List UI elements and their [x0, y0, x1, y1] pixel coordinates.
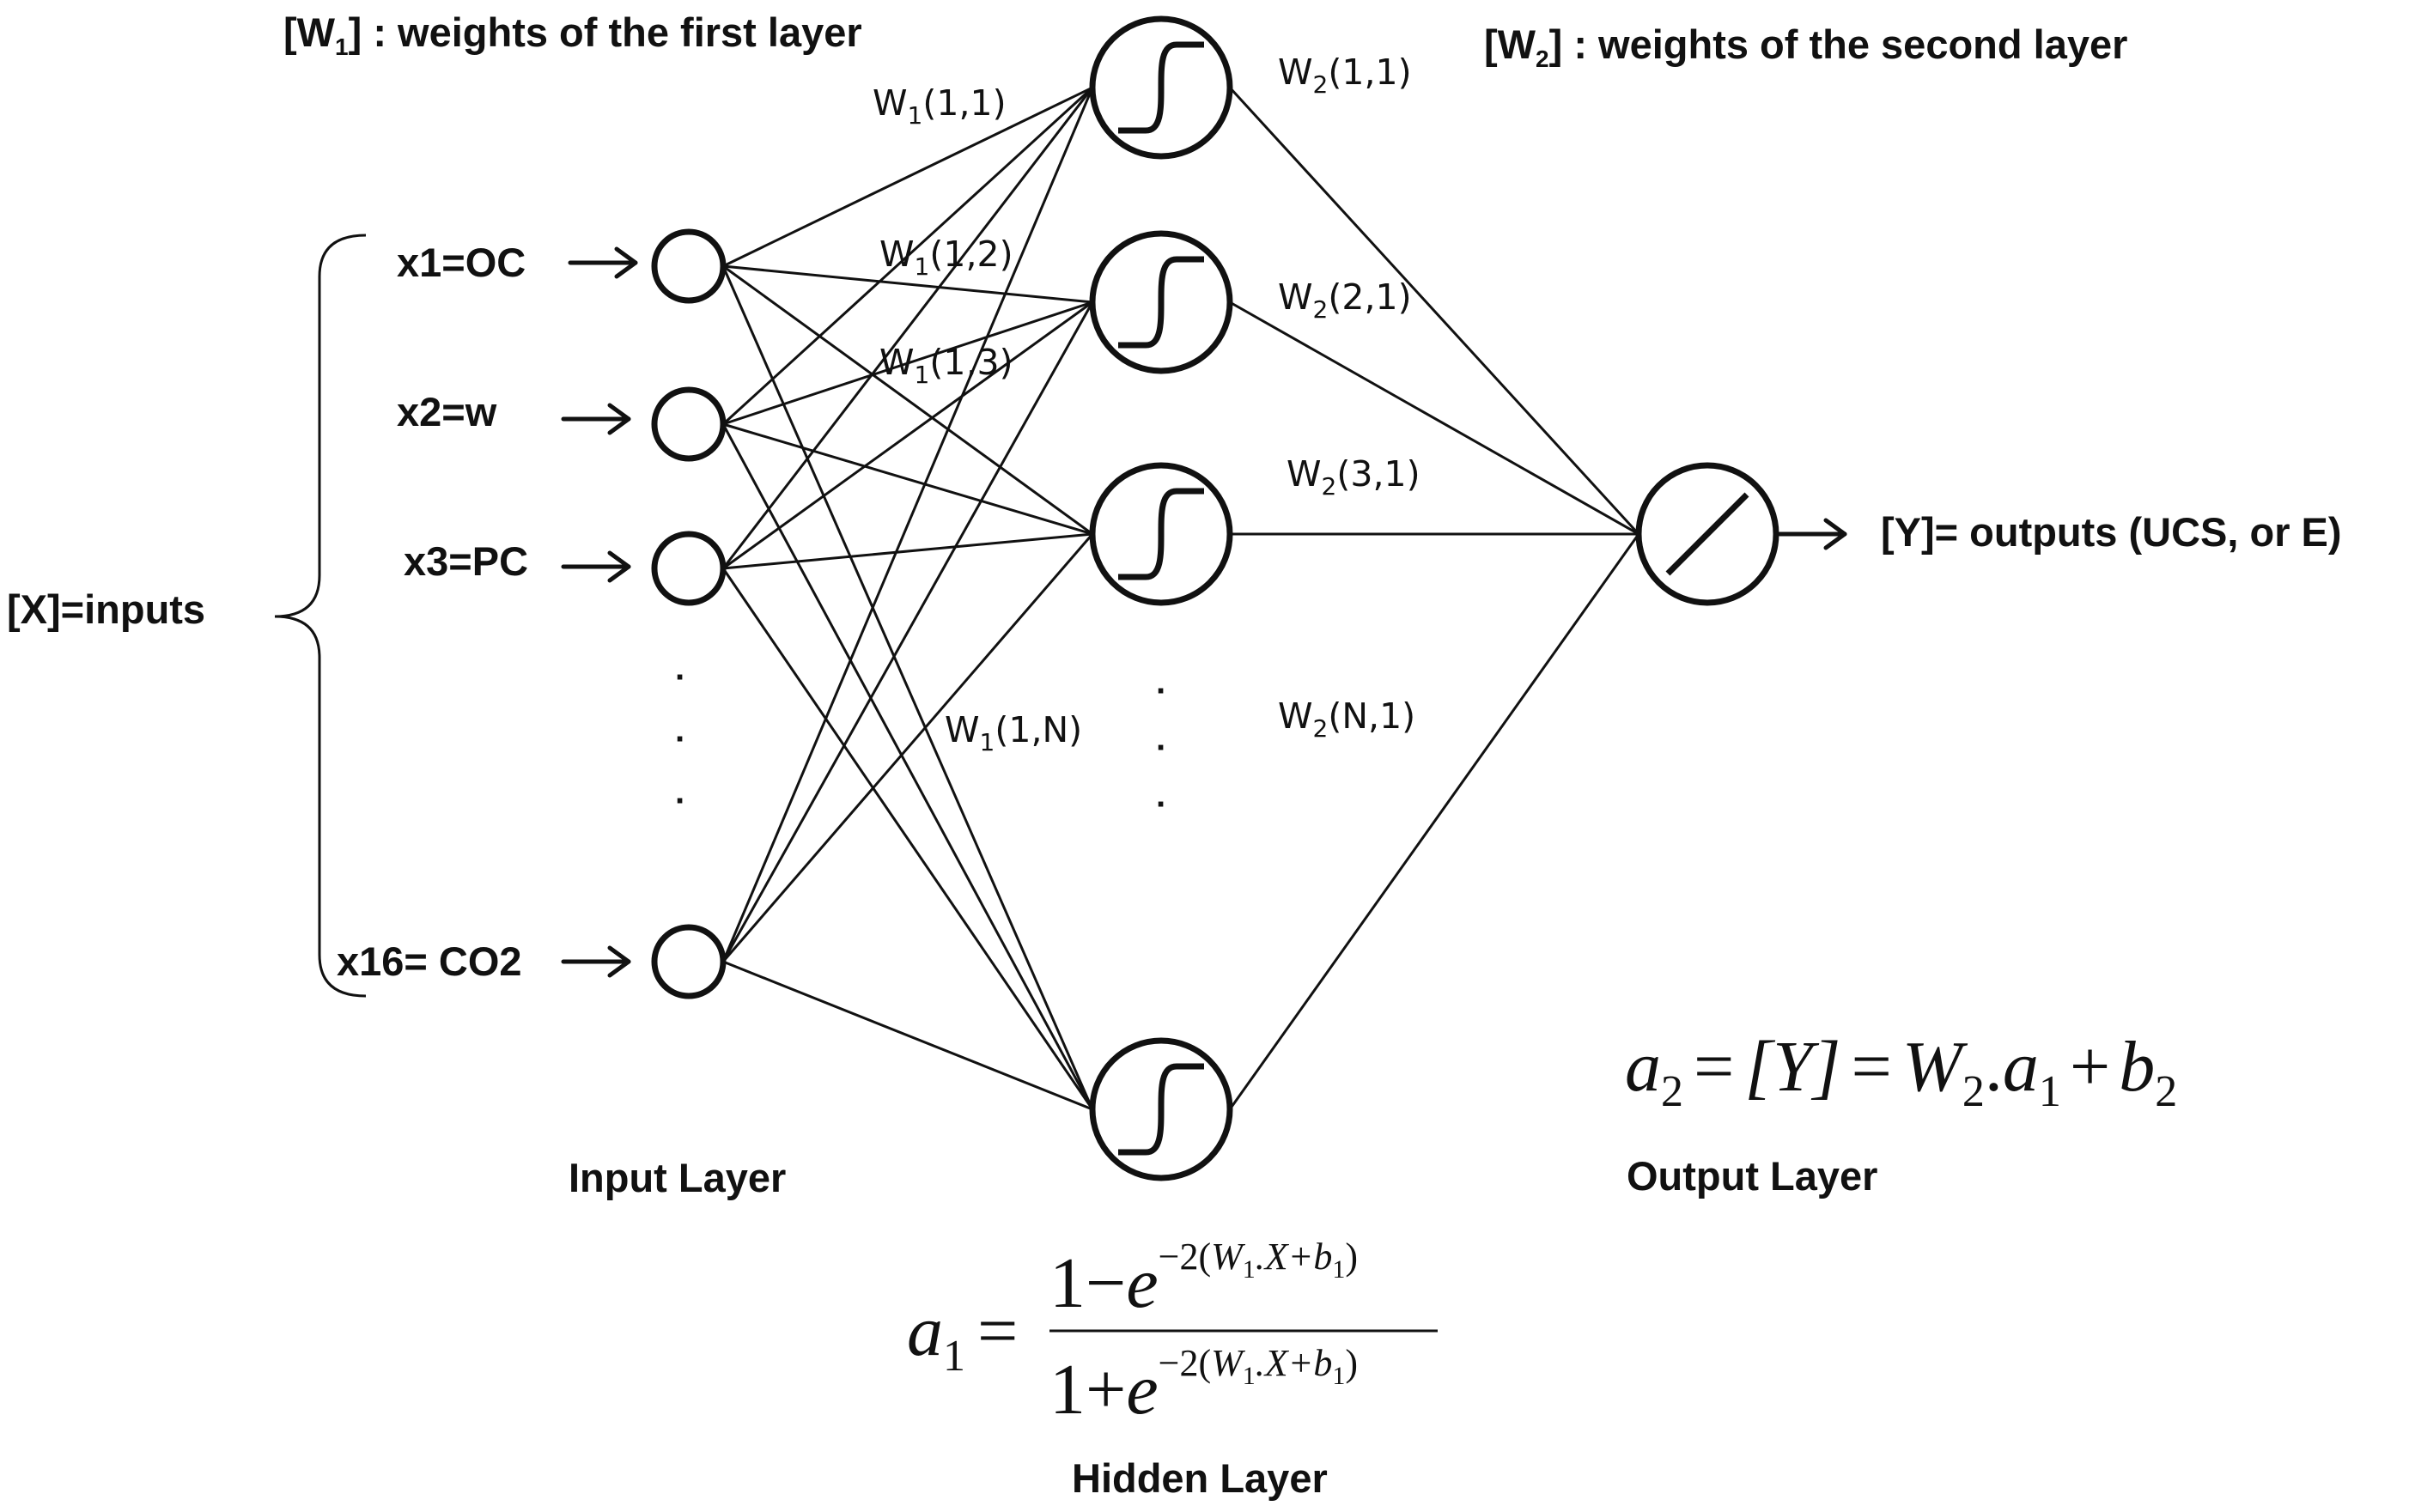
- w2-header: [W2] : weights of the second layer: [1484, 21, 2127, 72]
- input-arrows: [561, 246, 1847, 978]
- equation-a1-lhs: a1=: [907, 1291, 1018, 1381]
- output-label: [Y]= outputs (UCS, or E): [1881, 509, 2342, 555]
- weight-label-w1-1-n: W1(1,N): [945, 709, 1082, 756]
- arrow-right-icon: [561, 945, 631, 978]
- arrow-right-icon: [1777, 518, 1847, 550]
- input-ellipsis: · · ·: [675, 659, 686, 820]
- input-neuron-x2: [651, 386, 727, 462]
- input-label-x1: x1=OC: [397, 240, 526, 285]
- hidden-output-connections: [1228, 86, 1640, 1110]
- hidden-neuron-n: [1089, 1037, 1233, 1181]
- hidden-neuron-2: [1089, 230, 1233, 374]
- input-layer-title: Input Layer: [569, 1155, 786, 1200]
- hidden-neuron-1: [1089, 15, 1233, 160]
- input-brace: [274, 234, 367, 998]
- inputs-group-label: [X]=inputs: [7, 586, 205, 632]
- hidden-neuron-3: [1089, 462, 1233, 606]
- sigmoid-icon: [1118, 41, 1204, 134]
- equation-a2: a2=[Y]=W2.a1+b2: [1625, 1027, 2177, 1116]
- weight-label-w2-n-1: W2(N,1): [1278, 695, 1415, 743]
- svg-text:·: ·: [1156, 672, 1167, 710]
- weight-label-w2-1-1: W2(1,1): [1278, 52, 1412, 99]
- arrow-right-icon: [561, 550, 631, 583]
- input-layer-neurons: [651, 228, 727, 999]
- output-layer-title: Output Layer: [1627, 1153, 1877, 1199]
- equation-a1-denominator: 1+e−2(W1.X+b1): [1049, 1342, 1358, 1430]
- input-hidden-connections: [721, 86, 1094, 1111]
- hidden-ellipsis: · · ·: [1156, 672, 1167, 823]
- output-neuron: [1635, 462, 1779, 606]
- sigmoid-icon: [1118, 256, 1204, 349]
- svg-text:·: ·: [1156, 786, 1167, 823]
- linear-icon: [1665, 492, 1749, 576]
- input-neuron-x3: [651, 531, 727, 606]
- equation-a1: a1= 1−e−2(W1.X+b1) 1+e−2(W1.X+b1): [907, 1236, 1438, 1430]
- connections-from-x1: [721, 86, 1094, 1110]
- arrow-right-icon: [568, 246, 638, 279]
- sigmoid-icon: [1118, 1063, 1204, 1156]
- sigmoid-icon: [1118, 488, 1204, 580]
- connections-from-x3: [721, 87, 1094, 1110]
- equation-a1-numerator: 1−e−2(W1.X+b1): [1049, 1236, 1358, 1323]
- arrow-right-icon: [561, 403, 631, 435]
- input-label-x3: x3=PC: [404, 538, 528, 584]
- connections-from-x2: [721, 86, 1094, 1110]
- connections-from-x16: [721, 87, 1094, 1111]
- weight-label-w1-1-1: W1(1,1): [873, 82, 1007, 130]
- input-neuron-x16: [651, 924, 727, 999]
- svg-text:·: ·: [675, 659, 686, 696]
- weight-label-w1-1-2: W1(1,2): [879, 234, 1013, 281]
- w1-header: [W1] : weights of the first layer: [283, 9, 862, 60]
- input-label-x2: x2=w: [397, 389, 497, 434]
- input-neuron-x1: [651, 228, 727, 304]
- hidden-layer-neurons: [1089, 15, 1233, 1181]
- weight-label-w1-1-3: W1(1,3): [879, 342, 1013, 389]
- input-label-x16: x16= CO2: [337, 938, 522, 984]
- hidden-layer-title: Hidden Layer: [1072, 1455, 1328, 1501]
- svg-text:·: ·: [1156, 729, 1167, 767]
- weight-label-w2-3-1: W2(3,1): [1287, 453, 1420, 501]
- svg-text:·: ·: [675, 720, 686, 758]
- weight-label-w2-2-1: W2(2,1): [1278, 276, 1412, 324]
- svg-text:·: ·: [675, 782, 686, 820]
